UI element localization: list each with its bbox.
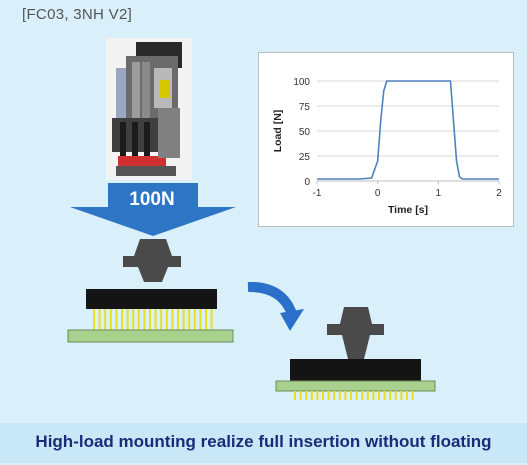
pin (305, 391, 308, 400)
pin (366, 391, 369, 400)
pin (177, 309, 179, 330)
pin (327, 391, 330, 400)
pin (316, 391, 319, 400)
pin (165, 309, 168, 330)
pin (400, 391, 403, 400)
pin (188, 309, 191, 330)
pin (193, 309, 196, 330)
force-arrow-icon (70, 183, 236, 236)
pin (121, 309, 123, 330)
pin (210, 309, 213, 330)
nozzle-left (123, 239, 181, 282)
pin (406, 391, 408, 400)
pin (361, 391, 364, 400)
pin (143, 309, 146, 330)
y-tick-label: 50 (299, 127, 311, 138)
pin (383, 391, 386, 400)
pin (137, 309, 140, 330)
force-label: 100N (129, 189, 175, 210)
pin (411, 391, 414, 400)
board-left (67, 329, 234, 343)
pin (126, 309, 129, 330)
pin (389, 391, 392, 400)
pin (394, 391, 397, 400)
pin (205, 309, 207, 330)
pin (378, 391, 380, 400)
x-tick-label: -1 (313, 188, 322, 199)
pin (310, 391, 313, 400)
pin (355, 391, 358, 400)
x-tick-label: 0 (375, 188, 381, 199)
pin (104, 309, 107, 330)
component-right (290, 359, 421, 381)
pin (115, 309, 118, 330)
pin (344, 391, 347, 400)
pin (299, 391, 302, 400)
pin (199, 309, 202, 330)
x-axis-label: Time [s] (388, 204, 428, 216)
pin (372, 391, 375, 400)
pin (154, 309, 157, 330)
x-tick-label: 2 (496, 188, 502, 199)
pin (149, 309, 151, 330)
pin (171, 309, 174, 330)
component-left (86, 289, 217, 309)
pin (350, 391, 352, 400)
y-axis-label: Load [N] (272, 110, 284, 153)
model-tag: [FC03, 3NH V2] (22, 6, 133, 23)
pin (93, 309, 95, 330)
pins-right (294, 391, 414, 400)
transition-arrow-icon (247, 281, 304, 331)
nozzle-right (327, 307, 384, 359)
pins-left (93, 309, 213, 330)
pin (333, 391, 336, 400)
x-tick-label: 1 (436, 188, 442, 199)
pin (294, 391, 296, 400)
pin (182, 309, 185, 330)
load-series-line (317, 80, 499, 180)
y-tick-label: 25 (299, 152, 311, 163)
pin (109, 309, 112, 330)
pin (160, 309, 163, 330)
pin (322, 391, 324, 400)
y-tick-label: 100 (293, 77, 310, 88)
pin (98, 309, 101, 330)
y-tick-label: 0 (304, 177, 310, 188)
board-right (275, 380, 436, 392)
y-tick-label: 75 (299, 102, 311, 113)
pin (338, 391, 341, 400)
mounting-head-image (106, 38, 192, 180)
pin (132, 309, 135, 330)
caption-banner: High-load mounting realize full insertio… (0, 423, 527, 463)
